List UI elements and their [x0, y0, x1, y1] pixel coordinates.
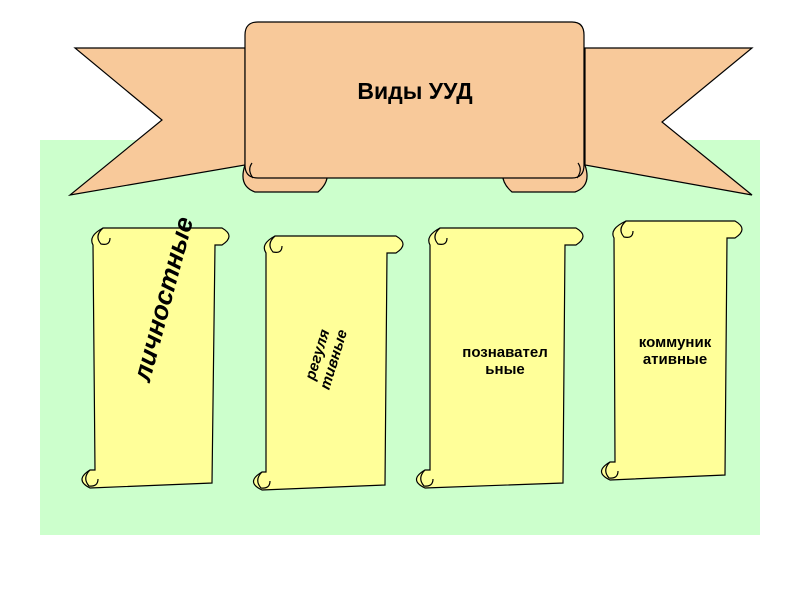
scroll-2 [252, 235, 404, 491]
banner-right-tail [584, 47, 754, 196]
banner-title: Виды УУД [357, 78, 473, 104]
scroll-3-label: познавател ьные [425, 344, 585, 379]
banner-left-tail [67, 47, 246, 196]
scroll-4-label-line2: ативные [642, 351, 708, 369]
scroll-1 [81, 227, 230, 489]
scroll-4-label-line1: коммуник [638, 334, 712, 351]
scroll-3-label-line2: ьные [485, 361, 525, 379]
scroll-3-label-line1: познавател [462, 344, 548, 361]
banner-body [244, 21, 585, 179]
title-banner [67, 21, 754, 196]
scroll-4 [600, 220, 743, 481]
scroll-4-label: коммуник ативные [605, 334, 745, 369]
scroll-3 [415, 227, 584, 489]
